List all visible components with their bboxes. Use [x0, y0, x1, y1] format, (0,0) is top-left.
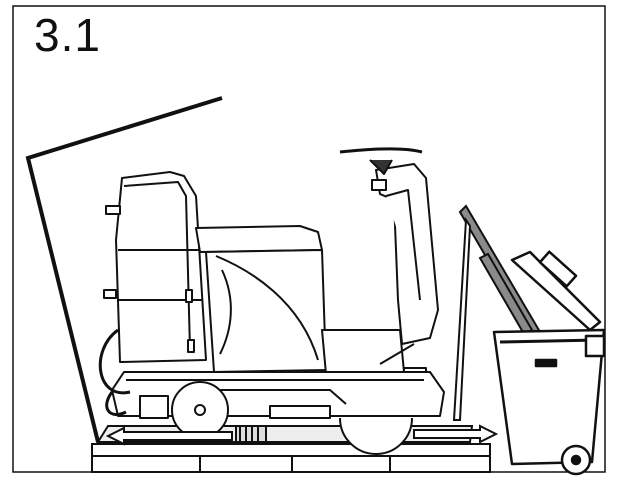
waste-bin-icon [492, 250, 606, 476]
packaging-panel-left-icon [25, 96, 223, 443]
packaging-panel-right-icon [452, 204, 542, 421]
scrubber-machine-icon [98, 147, 445, 455]
direction-arrow-icon [105, 424, 499, 446]
pallet-icon [91, 443, 491, 473]
step-number-label: 3.1 [34, 9, 101, 61]
